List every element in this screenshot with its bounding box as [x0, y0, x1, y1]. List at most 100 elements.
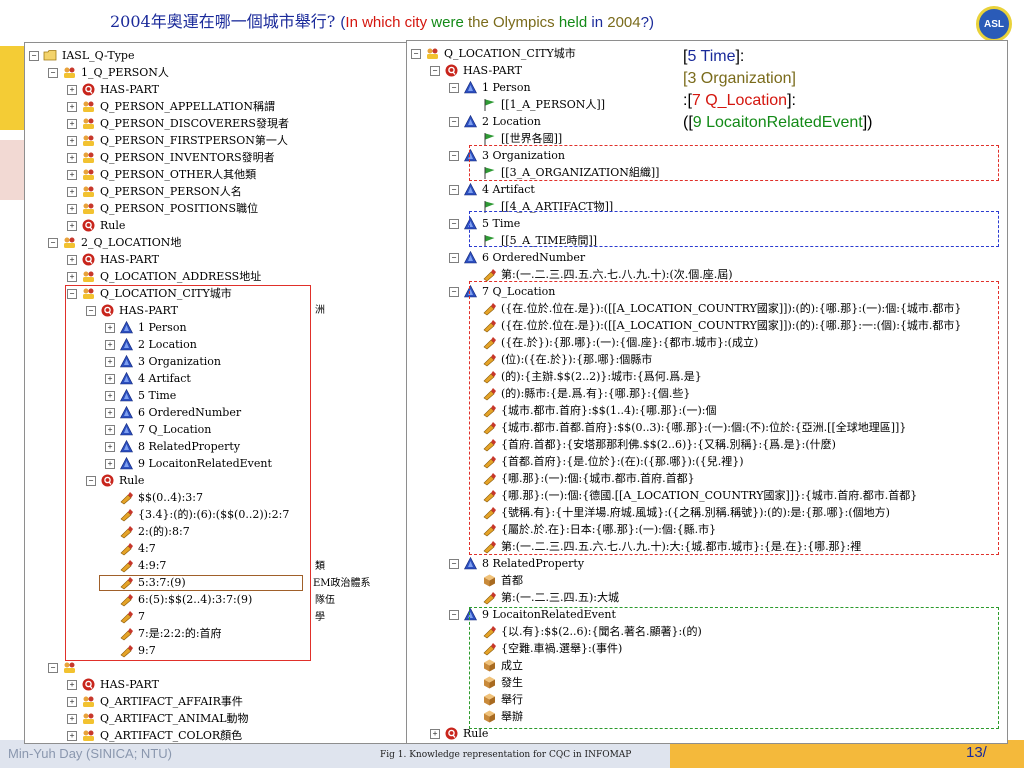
right-tree-node-1-person[interactable]: −1 Person — [407, 79, 1007, 96]
collapse-toggle-icon[interactable]: − — [449, 287, 459, 297]
left-tree-node-q-person-inventors[interactable]: +Q_PERSON_INVENTORS發明者 — [25, 149, 407, 166]
right-tree-node-5-a-time[interactable]: [[5_A_TIME時間]] — [407, 232, 1007, 249]
left-tree-node-has-part[interactable]: +HAS-PART — [25, 251, 407, 268]
collapse-toggle-icon[interactable]: − — [48, 238, 58, 248]
collapse-toggle-icon[interactable]: − — [48, 663, 58, 673]
right-tree-node-item[interactable]: {屬於.於.在}:日本:{哪.那}:(一):個:{縣.市} — [407, 521, 1007, 538]
right-tree-node-item[interactable]: (的):縣市:{是.爲.有}:{哪.那}:{個.些} — [407, 385, 1007, 402]
expand-toggle-icon[interactable]: + — [67, 731, 77, 741]
left-tree-node-4-9-7[interactable]: 4:9:7 — [25, 557, 407, 574]
right-tree-panel[interactable]: −Q_LOCATION_CITY城市−HAS-PART−1 Person[[1_… — [406, 40, 1008, 744]
collapse-toggle-icon[interactable]: − — [29, 51, 39, 61]
left-tree-node-q-artifact-color[interactable]: +Q_ARTIFACT_COLOR顏色 — [25, 727, 407, 743]
left-tree-node-2-q-location[interactable]: −2_Q_LOCATION地 — [25, 234, 407, 251]
collapse-toggle-icon[interactable]: − — [449, 253, 459, 263]
right-tree-node-3-organization[interactable]: −3 Organization — [407, 147, 1007, 164]
collapse-toggle-icon[interactable]: − — [449, 185, 459, 195]
expand-toggle-icon[interactable]: + — [67, 697, 77, 707]
expand-toggle-icon[interactable]: + — [67, 136, 77, 146]
left-tree-node-has-part[interactable]: +HAS-PART — [25, 676, 407, 693]
right-tree-node-1-4[interactable]: {城市.都市.首府}:$$(1..4):{哪.那}:(一):個 — [407, 402, 1007, 419]
right-tree-node-rule[interactable]: +Rule — [407, 725, 1007, 742]
left-tree-node-7-2-2[interactable]: 7:是:2:2:的:首府 — [25, 625, 407, 642]
left-tree-node-rule[interactable]: +Rule — [25, 217, 407, 234]
right-tree-node-1-a-person[interactable]: [[1_A_PERSON人]] — [407, 96, 1007, 113]
left-tree-node-has-part[interactable]: +HAS-PART — [25, 81, 407, 98]
right-tree-node-item[interactable]: [[世界各國]] — [407, 130, 1007, 147]
expand-toggle-icon[interactable]: + — [105, 340, 115, 350]
right-tree-node-2-6[interactable]: {以.有}:$$(2..6):{聞名.著名.顯著}:(的) — [407, 623, 1007, 640]
left-tree-node-2-8-7[interactable]: 2:(的):8:7 — [25, 523, 407, 540]
expand-toggle-icon[interactable]: + — [67, 255, 77, 265]
left-tree-node-7[interactable]: 7 — [25, 608, 407, 625]
left-tree-node-q-person-firstperson[interactable]: +Q_PERSON_FIRSTPERSON第一人 — [25, 132, 407, 149]
left-tree-node-q-artifact-affair[interactable]: +Q_ARTIFACT_AFFAIR事件 — [25, 693, 407, 710]
collapse-toggle-icon[interactable]: − — [449, 610, 459, 620]
left-tree-node-6-5-2-4-3-7-9[interactable]: 6:(5):$$(2..4):3:7:(9) — [25, 591, 407, 608]
left-tree-node-q-person-positions[interactable]: +Q_PERSON_POSITIONS職位 — [25, 200, 407, 217]
expand-toggle-icon[interactable]: + — [105, 425, 115, 435]
right-tree-node-item[interactable]: 發生 — [407, 674, 1007, 691]
expand-toggle-icon[interactable]: + — [105, 357, 115, 367]
left-tree-node-1-q-person[interactable]: −1_Q_PERSON人 — [25, 64, 407, 81]
left-tree-node-2-location[interactable]: +2 Location — [25, 336, 407, 353]
left-tree-node-6-orderednumber[interactable]: +6 OrderedNumber — [25, 404, 407, 421]
left-tree-node-3-organization[interactable]: +3 Organization — [25, 353, 407, 370]
expand-toggle-icon[interactable]: + — [105, 408, 115, 418]
right-tree-node-q-location-city[interactable]: −Q_LOCATION_CITY城市 — [407, 45, 1007, 62]
right-tree-node-4-a-artifact[interactable]: [[4_A_ARTIFACT物]] — [407, 198, 1007, 215]
right-tree-node-item[interactable]: 第:(一.二.三.四.五.六.七.八.九.十):(次.個.座.屆) — [407, 266, 1007, 283]
right-tree-node-item[interactable]: {首都.首府}:{是.位於}:(在):({那.哪}):({兒.裡}) — [407, 453, 1007, 470]
expand-toggle-icon[interactable]: + — [67, 221, 77, 231]
expand-toggle-icon[interactable]: + — [67, 170, 77, 180]
left-tree-node-3-4-6-0-2-2-7[interactable]: {3.4}:(的):(6):($$(0..2)):2:7 — [25, 506, 407, 523]
left-tree-node-q-location-city[interactable]: −Q_LOCATION_CITY城市 — [25, 285, 407, 302]
expand-toggle-icon[interactable]: + — [67, 714, 77, 724]
left-tree-node-rule[interactable]: −Rule — [25, 472, 407, 489]
expand-toggle-icon[interactable]: + — [105, 374, 115, 384]
collapse-toggle-icon[interactable]: − — [449, 219, 459, 229]
left-tree-node-q-person-person[interactable]: +Q_PERSON_PERSON人名 — [25, 183, 407, 200]
right-tree-node-2-2[interactable]: (的):{主辦.$$(2..2)}:城市:{爲何.爲.是} — [407, 368, 1007, 385]
right-tree-node-6-orderednumber[interactable]: −6 OrderedNumber — [407, 249, 1007, 266]
left-tree-node-q-person-other[interactable]: +Q_PERSON_OTHER人其他類 — [25, 166, 407, 183]
right-tree-node-item[interactable]: {哪.那}:(一):個:{城市.都市.首府.首都} — [407, 470, 1007, 487]
right-tree-node-item[interactable]: (位):({在.於}):{那.哪}:個縣市 — [407, 351, 1007, 368]
collapse-toggle-icon[interactable]: − — [411, 49, 421, 59]
right-tree-node-8-relatedproperty[interactable]: −8 RelatedProperty — [407, 555, 1007, 572]
left-tree-node-q-location-address[interactable]: +Q_LOCATION_ADDRESS地址 — [25, 268, 407, 285]
collapse-toggle-icon[interactable]: − — [449, 151, 459, 161]
collapse-toggle-icon[interactable]: − — [86, 476, 96, 486]
left-tree-node-0-4-3-7[interactable]: $$(0..4):3:7 — [25, 489, 407, 506]
right-tree-node-item[interactable]: 舉辦 — [407, 708, 1007, 725]
expand-toggle-icon[interactable]: + — [67, 85, 77, 95]
right-tree-node-item[interactable]: {號稱.有}:{十里洋場.府城.風城}:({之稱.別稱.稱號}):(的):是:{… — [407, 504, 1007, 521]
expand-toggle-icon[interactable]: + — [67, 187, 77, 197]
right-tree-node-a-location-country[interactable]: ({在.位於.位在.是}):([[A_LOCATION_COUNTRY國家]])… — [407, 300, 1007, 317]
expand-toggle-icon[interactable]: + — [67, 102, 77, 112]
left-tree-node-5-3-7-9[interactable]: 5:3:7:(9) — [25, 574, 407, 591]
expand-toggle-icon[interactable]: + — [67, 153, 77, 163]
right-tree-node-item[interactable]: 舉行 — [407, 691, 1007, 708]
left-tree-node-1-person[interactable]: +1 Person — [25, 319, 407, 336]
right-tree-node-2-6[interactable]: {首府.首都}:{安塔那那利佛.$$(2..6)}:{又稱.別稱}:{爲.是}:… — [407, 436, 1007, 453]
left-tree-node-q-artifact-animal[interactable]: +Q_ARTIFACT_ANIMAL動物 — [25, 710, 407, 727]
right-tree-node-item[interactable]: 首都 — [407, 572, 1007, 589]
left-tree-panel[interactable]: −IASL_Q-Type−1_Q_PERSON人+HAS-PART+Q_PERS… — [24, 42, 408, 744]
left-tree-node-has-part[interactable]: −HAS-PART — [25, 302, 407, 319]
left-tree-node-iasl-q-type[interactable]: −IASL_Q-Type — [25, 47, 407, 64]
right-tree-node-9-locaitonrelatedevent[interactable]: −9 LocaitonRelatedEvent — [407, 606, 1007, 623]
collapse-toggle-icon[interactable]: − — [67, 289, 77, 299]
expand-toggle-icon[interactable]: + — [105, 391, 115, 401]
right-tree-node-a-location-country[interactable]: ({在.位於.位在.是}):([[A_LOCATION_COUNTRY國家]])… — [407, 317, 1007, 334]
expand-toggle-icon[interactable]: + — [67, 204, 77, 214]
left-tree-node-item[interactable]: − — [25, 659, 407, 676]
left-tree-node-9-7[interactable]: 9:7 — [25, 642, 407, 659]
expand-toggle-icon[interactable]: + — [105, 323, 115, 333]
expand-toggle-icon[interactable]: + — [105, 442, 115, 452]
right-tree-node-3-a-organization[interactable]: [[3_A_ORGANIZATION組織]] — [407, 164, 1007, 181]
right-tree-node-a-location-country[interactable]: {哪.那}:(一):個:{德國.[[A_LOCATION_COUNTRY國家]]… — [407, 487, 1007, 504]
right-tree-node-item[interactable]: 成立 — [407, 657, 1007, 674]
expand-toggle-icon[interactable]: + — [430, 729, 440, 739]
left-tree-node-8-relatedproperty[interactable]: +8 RelatedProperty — [25, 438, 407, 455]
